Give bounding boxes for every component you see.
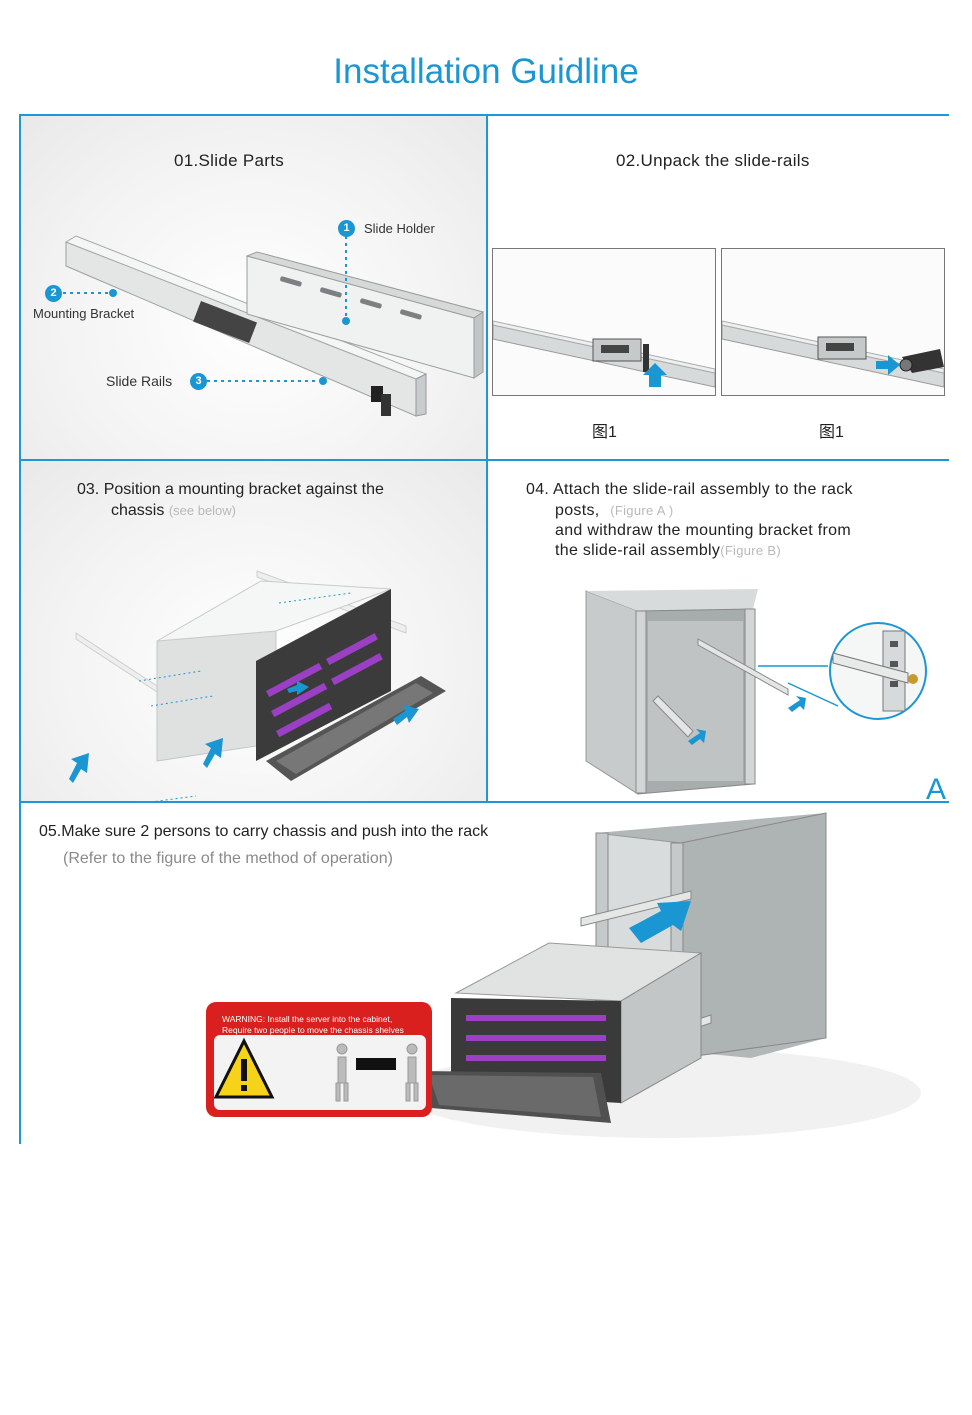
step-03-title-line1: 03. Position a mounting bracket against … xyxy=(77,481,384,498)
step-04-line2: posts, xyxy=(555,502,600,519)
warning-text: WARNING: Install the server into the cab… xyxy=(222,1014,427,1036)
step-02-panel: 02.Unpack the slide-rails 图1 xyxy=(488,116,949,459)
rack-illustration xyxy=(585,589,927,795)
step-03-panel: 03. Position a mounting bracket against … xyxy=(21,461,486,801)
step-04-figure-b-note: (Figure B) xyxy=(720,543,781,558)
unpack-figure-right xyxy=(721,248,945,396)
callout-2-badge: 2 xyxy=(45,285,62,302)
carry-chassis-illustration xyxy=(401,812,921,1138)
letter-a-marker: A xyxy=(926,773,947,801)
mounting-bracket-label: Mounting Bracket xyxy=(33,306,135,321)
page-title: Installation Guidline xyxy=(333,52,639,91)
step-05-panel: 05.Make sure 2 persons to carry chassis … xyxy=(21,803,949,1144)
step-02-title: 02.Unpack the slide-rails xyxy=(616,151,810,170)
step-04-line4: the slide-rail assembly xyxy=(555,542,721,559)
slide-parts-illustration xyxy=(63,235,485,417)
warning-label: WARNING: Install the server into the cab… xyxy=(206,1002,432,1117)
step-04-line2-wrap: posts, (Figure A ) xyxy=(555,502,674,520)
unpack-figure-left xyxy=(492,248,716,396)
warning-graphic-box xyxy=(213,1035,426,1110)
step-04-line3: and withdraw the mounting bracket from xyxy=(555,522,851,539)
chassis-bracket-illustration xyxy=(69,570,446,801)
divider-row1 xyxy=(21,459,947,461)
step-04-line4-wrap: the slide-rail assembly(Figure B) xyxy=(555,542,781,560)
step-04-panel: 04. Attach the slide-rail assembly to th… xyxy=(488,461,949,801)
figure-caption-right: 图1 xyxy=(819,424,844,441)
step-05-subtitle: (Refer to the figure of the method of op… xyxy=(63,850,393,867)
figure-caption-left: 图1 xyxy=(592,424,617,441)
warning-triangle-icon xyxy=(213,1037,275,1099)
divider-row2 xyxy=(21,801,947,803)
step-05-title: 05.Make sure 2 persons to carry chassis … xyxy=(39,823,489,840)
callout-1-badge: 1 xyxy=(338,220,355,237)
instruction-grid: 01.Slide Parts 1 Slide Hol xyxy=(19,114,949,1144)
step-01-title: 01.Slide Parts xyxy=(174,151,285,170)
slide-rails-label: Slide Rails xyxy=(106,373,173,389)
slide-holder-label: Slide Holder xyxy=(364,221,435,236)
step-03-chassis-text: chassis xyxy=(111,502,165,519)
callout-3-badge: 3 xyxy=(190,373,207,390)
step-04-figure-a-note: (Figure A ) xyxy=(610,503,674,518)
two-persons-carry-icon xyxy=(335,1043,419,1102)
warning-line1: WARNING: Install the server into the cab… xyxy=(222,1014,393,1024)
warning-line2: Require two people to move the chassis s… xyxy=(222,1025,404,1035)
step-04-line1: 04. Attach the slide-rail assembly to th… xyxy=(526,481,853,498)
step-01-panel: 01.Slide Parts 1 Slide Hol xyxy=(21,116,486,459)
divider-vertical xyxy=(486,116,488,801)
step-03-title-line2: chassis (see below) xyxy=(111,502,236,520)
step-03-note: (see below) xyxy=(168,503,237,518)
